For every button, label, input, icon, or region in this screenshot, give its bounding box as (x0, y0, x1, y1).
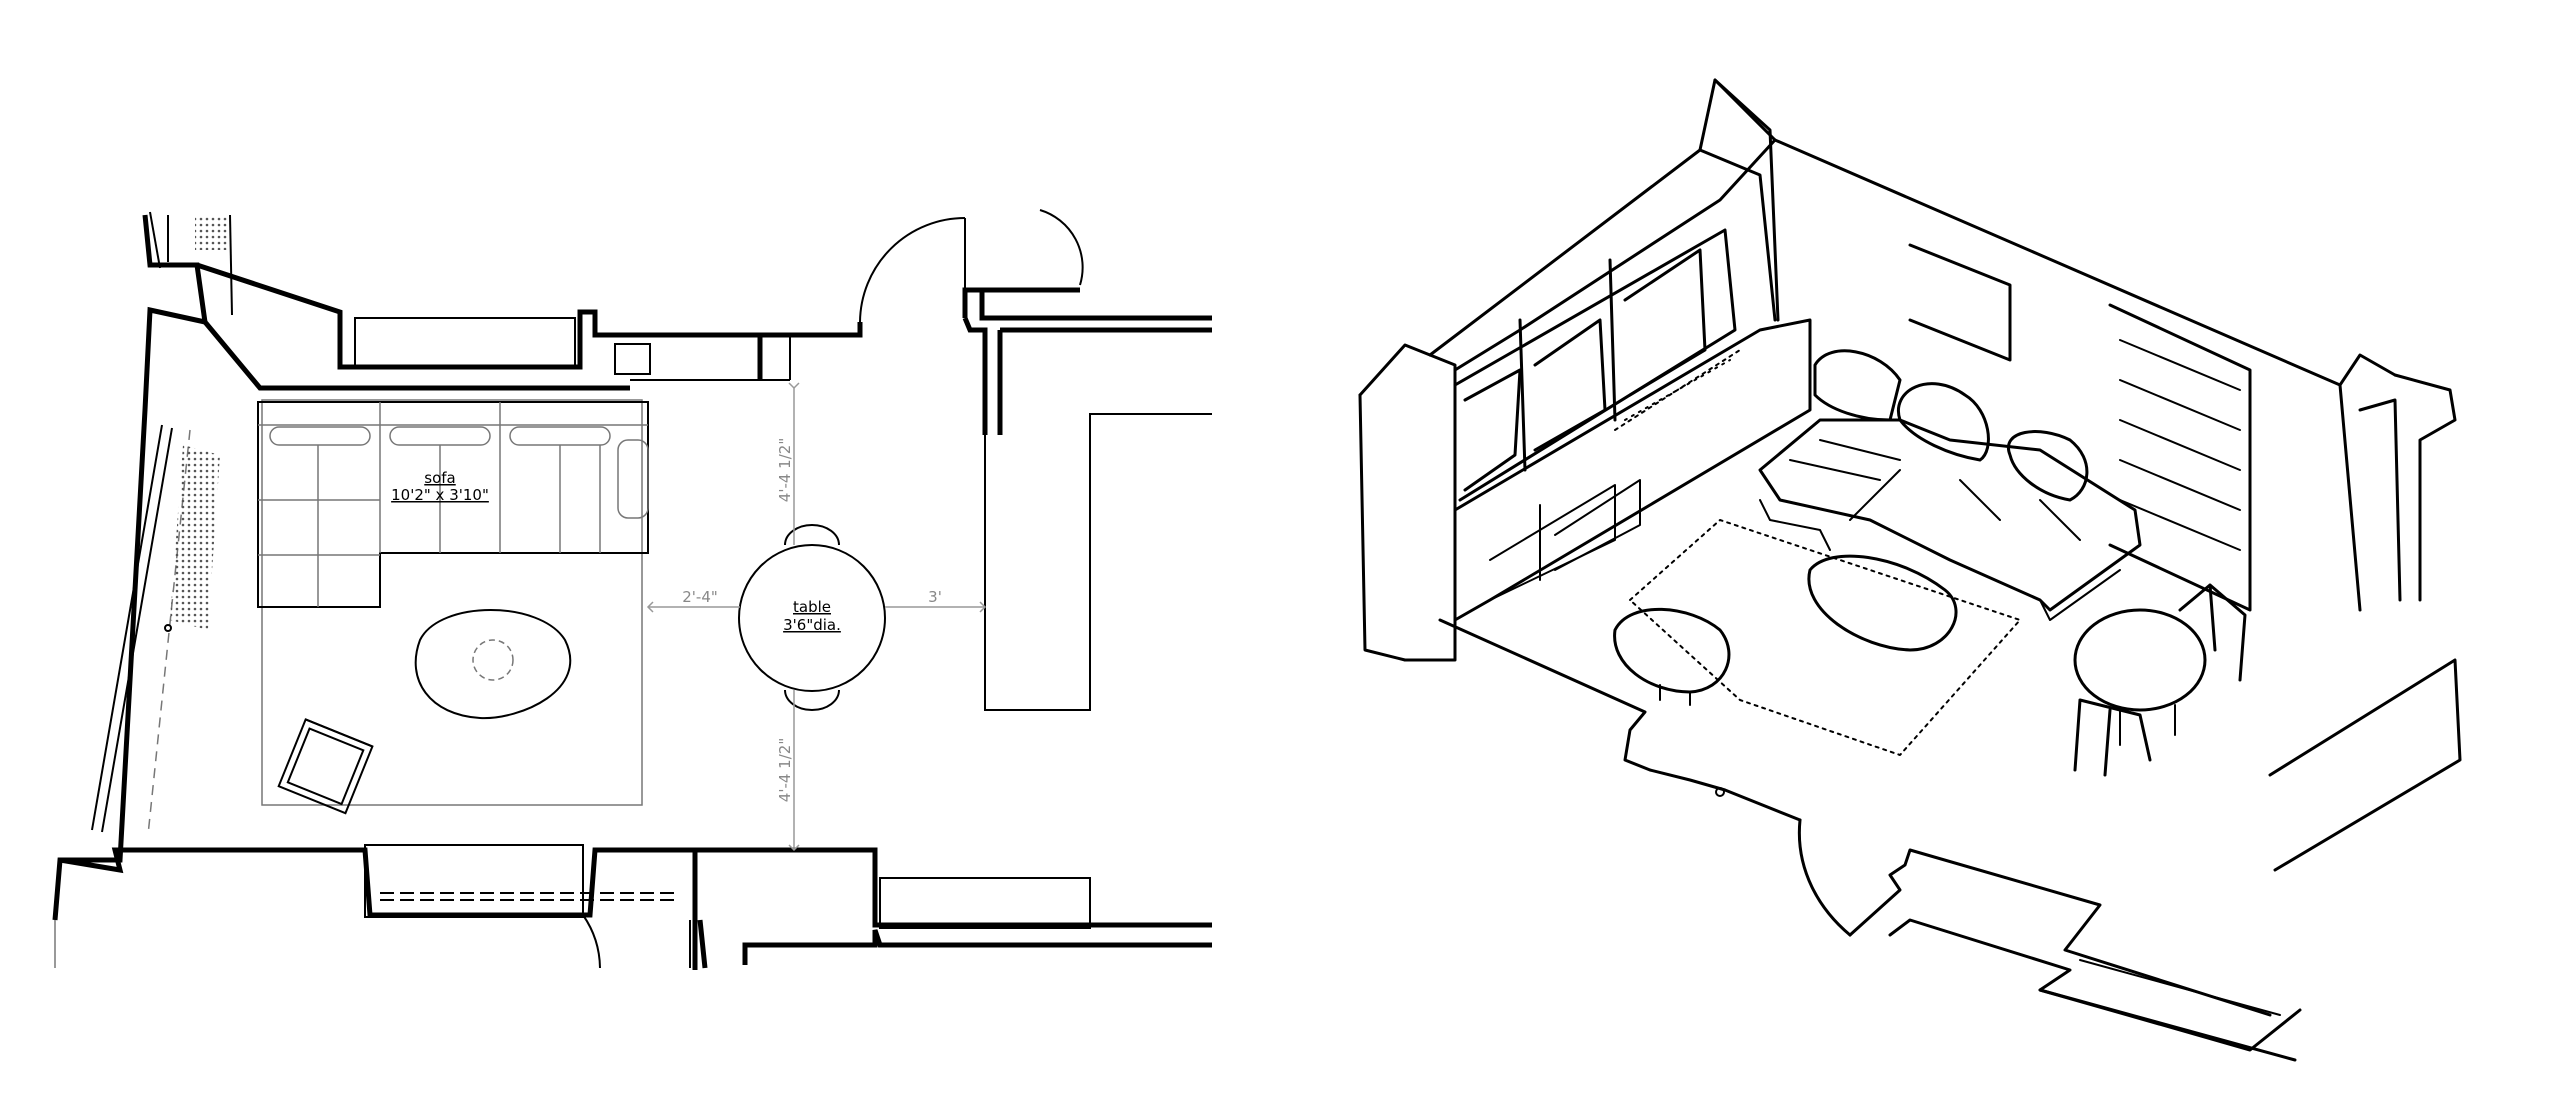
sofa-size: 10'2" x 3'10" (391, 486, 489, 504)
sketch-back-wall (1713, 78, 2457, 612)
rug (261, 399, 643, 806)
axonometric-sketch (1358, 78, 2462, 1062)
dim-top-clearance: 4'-4 1/2" (776, 438, 794, 502)
armchair (277, 718, 374, 815)
left-window-wall (52, 211, 233, 921)
sofa-name: sofa (424, 469, 455, 487)
coffee-table (414, 609, 572, 720)
dim-bottom-clearance: 4'-4 1/2" (776, 738, 794, 802)
top-wall (196, 262, 863, 391)
table-name: table (793, 598, 831, 616)
sofa (257, 401, 649, 608)
floor-plan: sofa 10'2" x 3'10" table 3'6"dia. (52, 209, 1212, 970)
sketch-cabinet (2268, 658, 2462, 872)
dimension-lines (646, 382, 987, 852)
dining-table (738, 524, 886, 711)
bottom-wall (54, 844, 1212, 970)
sketch-dining (2073, 583, 2247, 777)
table-size: 3'6"dia. (783, 616, 841, 634)
sketch-sofa (1758, 349, 2142, 621)
top-door (859, 209, 1084, 323)
sketch-rug (1629, 519, 2021, 756)
sketch-floor-edge (1438, 618, 2302, 1062)
sketch-ottomans (1613, 554, 1958, 706)
sketch-window-wall (1358, 78, 1812, 662)
dim-table-to-wall: 3' (928, 588, 942, 606)
dim-sofa-to-table: 2'-4" (682, 588, 718, 606)
right-walls (962, 287, 1212, 711)
